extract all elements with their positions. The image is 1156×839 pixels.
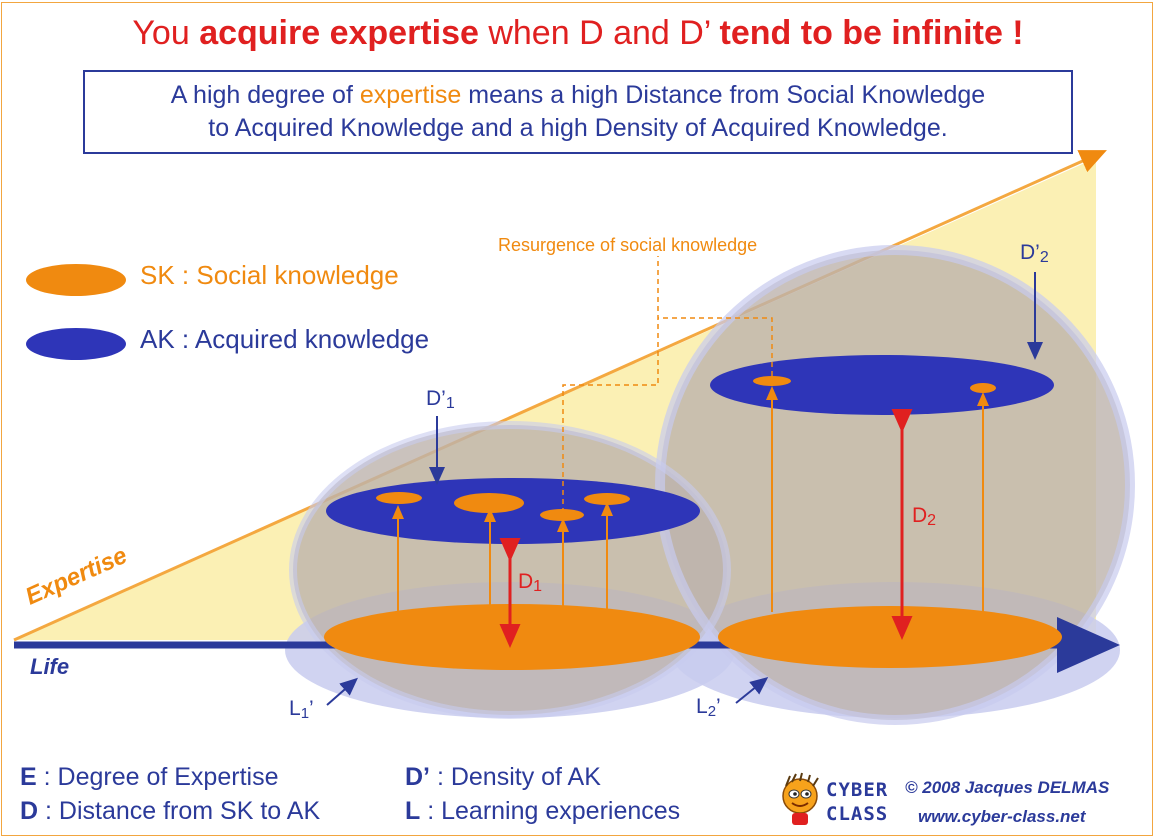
page-title: You acquire expertise when D and D’ tend… — [132, 14, 1024, 52]
sphere-1-edge — [289, 421, 731, 719]
legend-sk-label: SK : Social knowledge — [140, 260, 399, 290]
footer-d: D : Distance from SK to AK — [20, 797, 321, 825]
footer-e: E : Degree of Expertise — [20, 763, 279, 791]
l2prime-pointer — [735, 676, 769, 704]
footer-dprime: D’ : Density of AK — [405, 763, 601, 791]
definition-line-1: A high degree of expertise means a high … — [170, 81, 986, 109]
expertise-arrow — [13, 150, 1107, 642]
resurgence-line-1 — [562, 256, 659, 513]
mascot-icon — [782, 772, 819, 825]
life-label: Life — [30, 654, 69, 679]
d2-label: D2 — [912, 504, 936, 529]
copyright: © 2008 Jacques DELMAS — [905, 778, 1110, 797]
l2prime-label: L2’ — [696, 695, 721, 720]
l1prime-label: L1’ — [289, 697, 314, 722]
legend-ak-label: AK : Acquired knowledge — [140, 324, 430, 354]
sk-blob-1d — [584, 493, 630, 505]
legend-sk-swatch — [26, 264, 126, 296]
ak-disc-2 — [710, 355, 1054, 415]
ak-disc-1 — [326, 478, 700, 544]
sk-blob-1b — [454, 493, 524, 513]
resurgence-label: Resurgence of social knowledge — [498, 235, 757, 255]
legend-ak-swatch — [26, 328, 126, 360]
footer-l: L : Learning experiences — [405, 797, 681, 825]
sk-base-1 — [324, 604, 700, 670]
sk-blob-1c — [540, 509, 584, 521]
sphere-2-edge — [655, 245, 1135, 725]
sk-blob-1a — [376, 492, 422, 504]
logo-wordmark: CYBER CLASS — [826, 779, 889, 825]
cyber-class-logo: CYBER CLASS — [778, 772, 896, 828]
definition-box: A high degree of expertise means a high … — [83, 70, 1073, 154]
sk-base-2 — [718, 606, 1062, 668]
l1prime-pointer — [326, 677, 359, 706]
definition-line-2: to Acquired Knowledge and a high Density… — [208, 114, 948, 142]
resurgence-line-2 — [658, 317, 773, 376]
d1-label: D1 — [518, 570, 542, 595]
sk-blob-2b — [970, 383, 996, 393]
website-link[interactable]: www.cyber-class.net — [918, 807, 1086, 826]
d2prime-label: D’2 — [1020, 241, 1049, 266]
d1prime-label: D’1 — [426, 387, 455, 412]
sk-blob-2a — [753, 376, 791, 386]
